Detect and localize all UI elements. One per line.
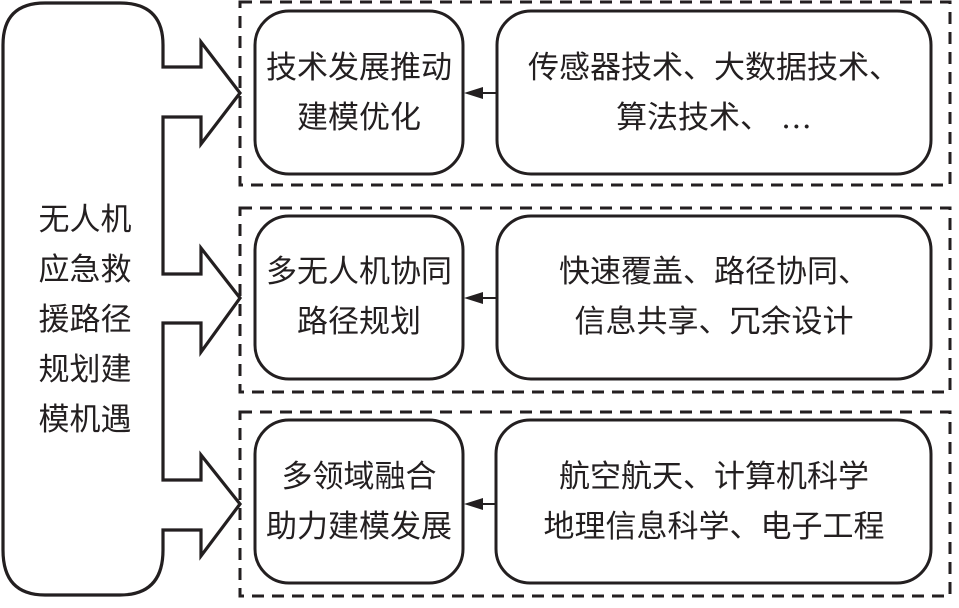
mid-box-3 bbox=[253, 418, 465, 585]
group-2-detail: 快速覆盖、路径协同、 信息共享、冗余设计 bbox=[559, 254, 869, 340]
group-2-title: 多无人机协同 路径规划 bbox=[266, 254, 452, 340]
group-frame-1 bbox=[238, 0, 952, 187]
connector-arrow-2 bbox=[464, 292, 497, 304]
mid-box-2 bbox=[253, 214, 465, 381]
group-frame-2 bbox=[238, 206, 952, 394]
mid-box-1 bbox=[253, 9, 465, 176]
group-frame-3 bbox=[238, 410, 952, 598]
group-1-title: 技术发展推动 建模优化 bbox=[266, 50, 452, 136]
group-1-detail: 传感器技术、大数据技术、 算法技术、 … bbox=[528, 50, 900, 136]
group-3-detail: 航空航天、计算机科学 地理信息科学、电子工程 bbox=[543, 459, 885, 545]
root-box-with-arrows bbox=[1, 1, 243, 597]
connector-arrow-1 bbox=[464, 87, 497, 99]
right-box-3 bbox=[494, 418, 933, 585]
group-3-title: 多领域融合 助力建模发展 bbox=[266, 459, 452, 545]
connector-arrow-3 bbox=[464, 498, 496, 510]
root-label: 无人机 应急救 援路径 规划建 模机遇 bbox=[38, 202, 132, 438]
